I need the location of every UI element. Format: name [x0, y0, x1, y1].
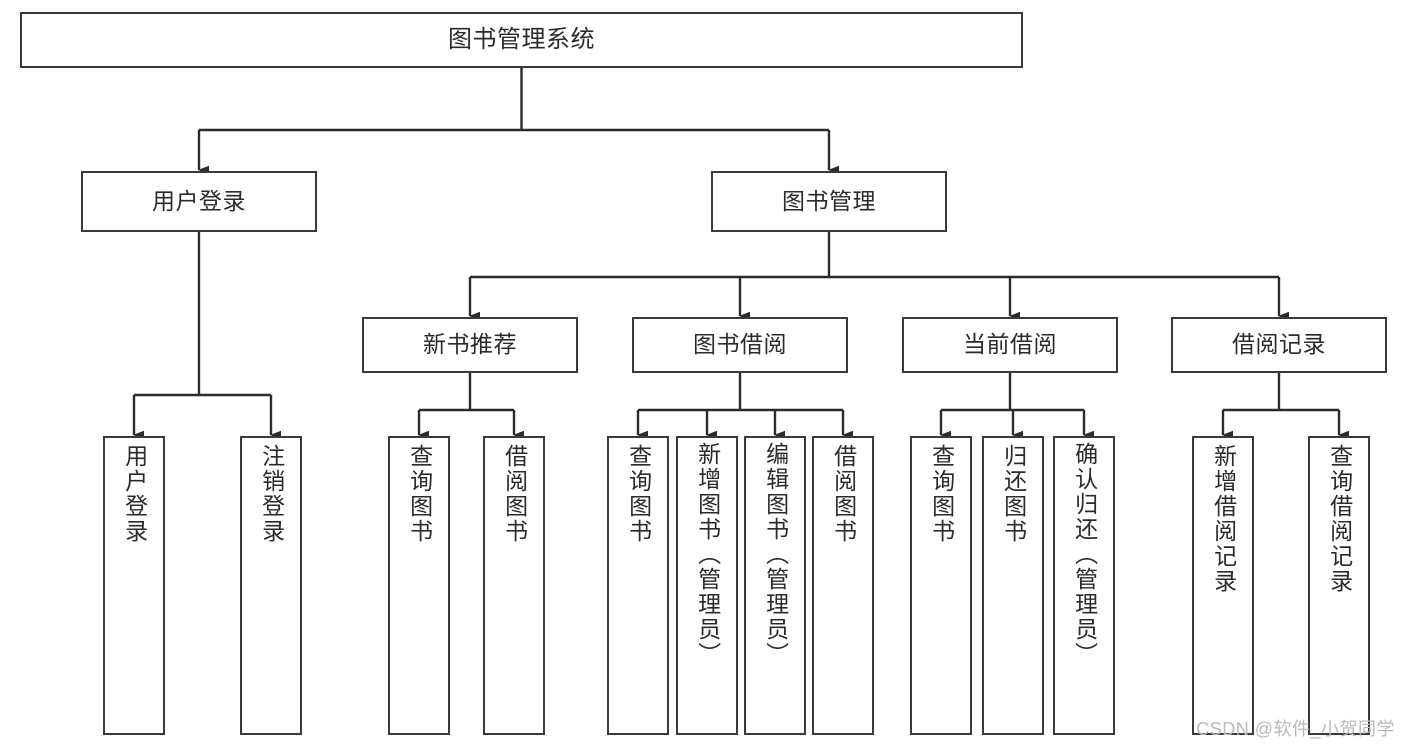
node-new-book-recommend[interactable]: 新书推荐	[362, 317, 578, 373]
node-label: 借阅图书	[830, 444, 857, 544]
node-label: 归还图书	[1000, 444, 1027, 544]
node-leaf-borrow-book-1[interactable]: 借阅图书	[483, 436, 545, 735]
node-label: 新增借阅记录	[1210, 444, 1237, 594]
node-leaf-add-book[interactable]: 新增图书（管理员）	[676, 436, 738, 735]
node-label: 查询借阅记录	[1326, 444, 1353, 594]
node-label: 编辑图书（管理员）	[762, 442, 789, 667]
node-leaf-query-book-2[interactable]: 查询图书	[607, 436, 669, 735]
node-label: 图书管理	[782, 187, 876, 214]
node-label: 查询图书	[625, 444, 652, 544]
node-leaf-query-book-3[interactable]: 查询图书	[910, 436, 972, 735]
node-current-borrow[interactable]: 当前借阅	[902, 317, 1118, 373]
connector-lines	[132, 68, 1349, 440]
node-label: 用户登录	[152, 187, 246, 214]
node-label: 用户登录	[121, 444, 148, 544]
node-leaf-edit-book[interactable]: 编辑图书（管理员）	[744, 436, 806, 735]
node-root-book-management-system[interactable]: 图书管理系统	[20, 12, 1023, 68]
node-leaf-return-book[interactable]: 归还图书	[982, 436, 1044, 735]
node-label: 借阅图书	[501, 444, 528, 544]
node-label: 图书借阅	[693, 331, 787, 358]
node-book-management[interactable]: 图书管理	[711, 171, 947, 232]
node-label: 借阅记录	[1232, 331, 1326, 358]
watermark-text: CSDN @软件_小贺同学	[1196, 719, 1395, 739]
node-label: 确认归还（管理员）	[1071, 442, 1098, 667]
node-leaf-query-borrow-record[interactable]: 查询借阅记录	[1308, 436, 1370, 735]
node-label: 注销登录	[258, 444, 285, 544]
node-book-borrow[interactable]: 图书借阅	[632, 317, 848, 373]
node-label: 新增图书（管理员）	[694, 442, 721, 667]
node-leaf-user-logout[interactable]: 注销登录	[240, 436, 302, 735]
node-label: 新书推荐	[423, 331, 517, 358]
node-leaf-user-login[interactable]: 用户登录	[103, 436, 165, 735]
node-user-login[interactable]: 用户登录	[81, 171, 317, 232]
node-borrow-record[interactable]: 借阅记录	[1171, 317, 1387, 373]
node-label: 查询图书	[928, 444, 955, 544]
node-label: 图书管理系统	[448, 25, 595, 53]
node-leaf-confirm-return[interactable]: 确认归还（管理员）	[1053, 436, 1115, 735]
node-leaf-borrow-book-2[interactable]: 借阅图书	[812, 436, 874, 735]
node-label: 查询图书	[406, 444, 433, 544]
node-leaf-query-book-1[interactable]: 查询图书	[388, 436, 450, 735]
node-leaf-add-borrow-record[interactable]: 新增借阅记录	[1192, 436, 1254, 735]
node-label: 当前借阅	[963, 331, 1057, 358]
